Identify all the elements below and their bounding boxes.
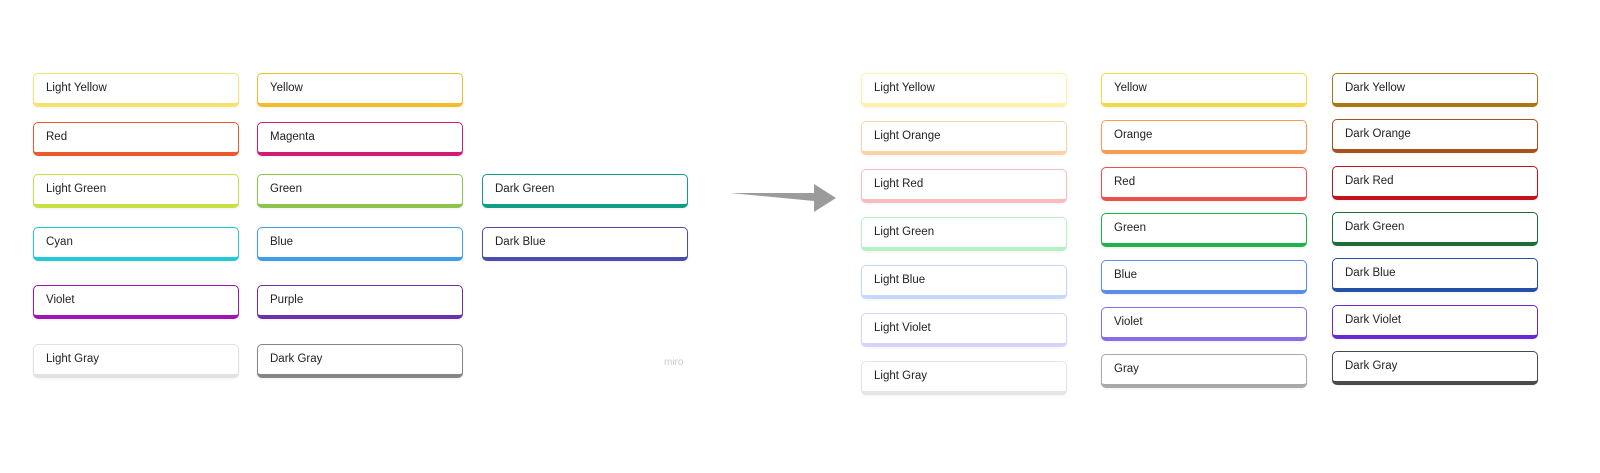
tag-label: Light Yellow	[874, 81, 935, 94]
tag-label: Magenta	[270, 130, 315, 143]
tag-before-light-gray[interactable]: Light Gray	[33, 344, 239, 378]
tag-after-dark-green[interactable]: Dark Green	[1332, 212, 1538, 246]
tag-after-light-violet[interactable]: Light Violet	[861, 313, 1067, 347]
tag-before-magenta[interactable]: Magenta	[257, 122, 463, 156]
tag-after-light-blue[interactable]: Light Blue	[861, 265, 1067, 299]
tag-label: Blue	[270, 235, 294, 248]
tag-label: Light Green	[874, 225, 935, 238]
tag-before-dark-blue[interactable]: Dark Blue	[482, 227, 688, 261]
tag-after-dark-red[interactable]: Dark Red	[1332, 166, 1538, 200]
tag-after-light-yellow[interactable]: Light Yellow	[861, 73, 1067, 107]
tag-label: Light Gray	[874, 369, 928, 382]
tag-before-purple[interactable]: Purple	[257, 285, 463, 319]
tag-label: Light Orange	[874, 129, 941, 142]
tag-label: Dark Gray	[270, 352, 323, 365]
tag-after-violet[interactable]: Violet	[1101, 307, 1307, 341]
tag-after-dark-yellow[interactable]: Dark Yellow	[1332, 73, 1538, 107]
tag-label: Red	[1114, 175, 1136, 188]
tag-label: Dark Yellow	[1345, 81, 1406, 94]
tag-after-light-gray[interactable]: Light Gray	[861, 361, 1067, 395]
miro-watermark: miro	[664, 357, 684, 368]
tag-before-blue[interactable]: Blue	[257, 227, 463, 261]
tag-before-dark-green[interactable]: Dark Green	[482, 174, 688, 208]
tag-after-light-green[interactable]: Light Green	[861, 217, 1067, 251]
tag-label: Light Gray	[46, 352, 100, 365]
tag-label: Yellow	[1114, 81, 1147, 94]
tag-before-green[interactable]: Green	[257, 174, 463, 208]
tag-label: Yellow	[270, 81, 303, 94]
tag-label: Light Red	[874, 177, 924, 190]
tag-after-light-orange[interactable]: Light Orange	[861, 121, 1067, 155]
tag-label: Dark Violet	[1345, 313, 1402, 326]
tag-after-gray[interactable]: Gray	[1101, 354, 1307, 388]
tag-before-red[interactable]: Red	[33, 122, 239, 156]
tag-label: Dark Green	[1345, 220, 1405, 233]
arrow-right-icon	[730, 184, 836, 212]
tag-label: Orange	[1114, 128, 1153, 141]
tag-label: Gray	[1114, 362, 1139, 375]
tag-label: Cyan	[46, 235, 73, 248]
tag-before-light-green[interactable]: Light Green	[33, 174, 239, 208]
tag-label: Blue	[1114, 268, 1138, 281]
tag-after-dark-gray[interactable]: Dark Gray	[1332, 351, 1538, 385]
tag-label: Dark Green	[495, 182, 555, 195]
tag-label: Dark Red	[1345, 174, 1394, 187]
tag-after-orange[interactable]: Orange	[1101, 120, 1307, 154]
tag-before-light-yellow[interactable]: Light Yellow	[33, 73, 239, 107]
tag-after-dark-blue[interactable]: Dark Blue	[1332, 258, 1538, 292]
tag-label: Green	[270, 182, 302, 195]
tag-label: Purple	[270, 293, 304, 306]
tag-label: Light Violet	[874, 321, 931, 334]
tag-after-red[interactable]: Red	[1101, 167, 1307, 201]
tag-label: Green	[1114, 221, 1146, 234]
tag-after-light-red[interactable]: Light Red	[861, 169, 1067, 203]
tag-before-yellow[interactable]: Yellow	[257, 73, 463, 107]
tag-label: Light Blue	[874, 273, 926, 286]
tag-after-dark-orange[interactable]: Dark Orange	[1332, 119, 1538, 153]
tag-after-dark-violet[interactable]: Dark Violet	[1332, 305, 1538, 339]
tag-before-cyan[interactable]: Cyan	[33, 227, 239, 261]
tag-before-violet[interactable]: Violet	[33, 285, 239, 319]
tag-label: Violet	[46, 293, 75, 306]
tag-after-yellow[interactable]: Yellow	[1101, 73, 1307, 107]
tag-label: Dark Blue	[495, 235, 546, 248]
tag-label: Dark Orange	[1345, 127, 1411, 140]
tag-label: Red	[46, 130, 68, 143]
tag-after-blue[interactable]: Blue	[1101, 260, 1307, 294]
tag-before-dark-gray[interactable]: Dark Gray	[257, 344, 463, 378]
tag-label: Violet	[1114, 315, 1143, 328]
tag-label: Dark Gray	[1345, 359, 1398, 372]
tag-after-green[interactable]: Green	[1101, 213, 1307, 247]
tag-label: Light Green	[46, 182, 107, 195]
tag-label: Dark Blue	[1345, 266, 1396, 279]
tag-label: Light Yellow	[46, 81, 107, 94]
